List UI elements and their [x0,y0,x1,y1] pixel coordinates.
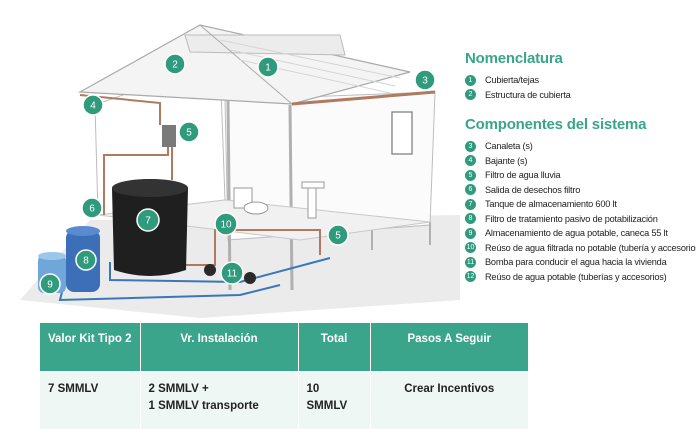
legend-title-componentes: Componentes del sistema [465,116,647,133]
pipe-reuse [185,229,321,266]
svg-text:3: 3 [422,76,428,87]
badge-5-filter: 5 [178,121,200,143]
svg-text:5: 5 [186,128,192,139]
pipe-potable [109,257,331,284]
legend-number-badge: 6 [465,184,476,196]
badge-7: 7 [136,208,160,232]
badge-11: 11 [220,261,244,285]
rain-filter [162,125,176,147]
badge-6: 6 [81,197,103,219]
badge-8: 8 [75,249,97,271]
svg-text:6: 6 [89,204,95,215]
table-header-row: Valor Kit Tipo 2 Vr. Instalación Total P… [40,323,528,371]
pipe-down [103,147,169,215]
legend-number-badge: 4 [465,155,476,167]
svg-text:7: 7 [145,216,151,227]
svg-text:11: 11 [227,269,238,280]
toilet [233,187,253,209]
legend-number-badge: 9 [465,227,476,239]
badge-2: 2 [164,53,186,75]
legend-number-badge: 11 [465,256,476,268]
legend-number-badge: 2 [465,89,476,101]
roof-top [184,34,346,56]
legend-number-badge: 7 [465,198,476,210]
left-gutter [79,94,161,125]
header-instalacion: Vr. Instalación [140,323,299,371]
svg-text:5: 5 [335,231,341,242]
badge-3: 3 [414,69,436,91]
svg-text:1: 1 [265,63,271,74]
cell-instalacion: 2 SMMLV +1 SMMLV transporte [140,371,299,429]
svg-text:10: 10 [220,220,232,231]
roof [77,24,411,105]
cell-valor: 7 SMMLV [40,371,141,429]
window [391,111,413,155]
badge-10: 10 [214,212,238,236]
svg-text:2: 2 [172,60,178,71]
pump [204,264,256,284]
badge-1: 1 [257,56,279,78]
legend-title-nomenclatura: Nomenclatura [465,50,563,67]
sink [301,181,325,189]
legend-number-badge: 8 [465,213,476,225]
header-total: Total [298,323,371,371]
badge-5-house: 5 [327,224,349,246]
house-diagram: 1 2 3 4 5 5 6 7 8 9 10 11 [20,24,460,318]
header-valor-kit: Valor Kit Tipo 2 [40,323,141,371]
legend-number-badge: 12 [465,271,476,283]
svg-text:4: 4 [90,101,96,112]
legend-number-badge: 3 [465,140,476,152]
gutter [291,90,436,106]
header-pasos: Pasos A Seguir [370,323,528,371]
svg-text:8: 8 [83,256,89,267]
svg-text:9: 9 [47,280,53,291]
badge-4: 4 [82,94,104,116]
legend-number-badge: 10 [465,242,476,254]
legend-number-badge: 1 [465,74,476,86]
legend-number-badge: 5 [465,169,476,181]
cost-summary-table: Valor Kit Tipo 2 Vr. Instalación Total P… [40,323,528,429]
cell-pasos: Crear Incentivos [370,371,528,429]
badge-9: 9 [39,273,61,295]
